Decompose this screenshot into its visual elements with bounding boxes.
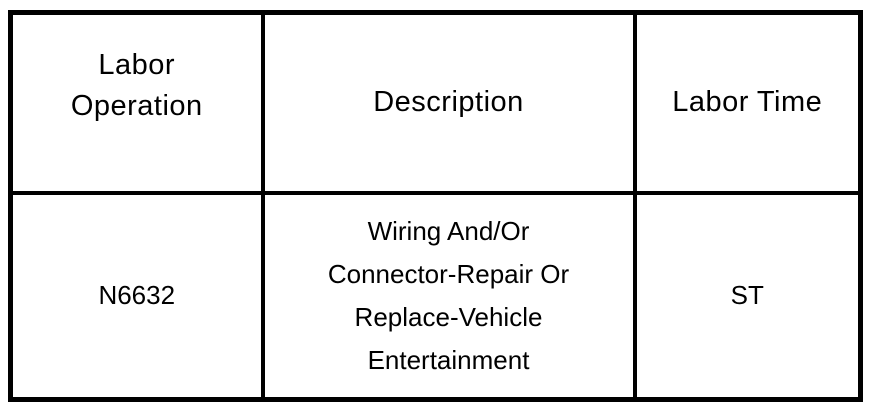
column-header-description: Description — [260, 10, 637, 195]
labor-time-value: ST — [730, 280, 764, 311]
cell-description: Wiring And/Or Connector-Repair Or Replac… — [260, 190, 637, 402]
cell-labor-operation: N6632 — [8, 190, 265, 402]
labor-operation-value: N6632 — [98, 280, 176, 311]
table-row: N6632 Wiring And/Or Connector-Repair Or … — [8, 190, 863, 402]
column-header-labor-time-label: Labor Time — [672, 86, 823, 119]
cell-labor-time: ST — [632, 190, 863, 402]
column-header-description-label: Description — [373, 86, 524, 119]
column-header-labor-operation-label: Labor Operation — [70, 49, 203, 122]
table-header-row: Labor Operation Description Labor Time — [8, 10, 863, 195]
column-header-labor-time: Labor Time — [632, 10, 863, 195]
labor-time-table: Labor Operation Description Labor Time N… — [8, 10, 863, 402]
description-value: Wiring And/Or Connector-Repair Or Replac… — [327, 215, 570, 375]
column-header-labor-operation: Labor Operation — [8, 10, 265, 195]
